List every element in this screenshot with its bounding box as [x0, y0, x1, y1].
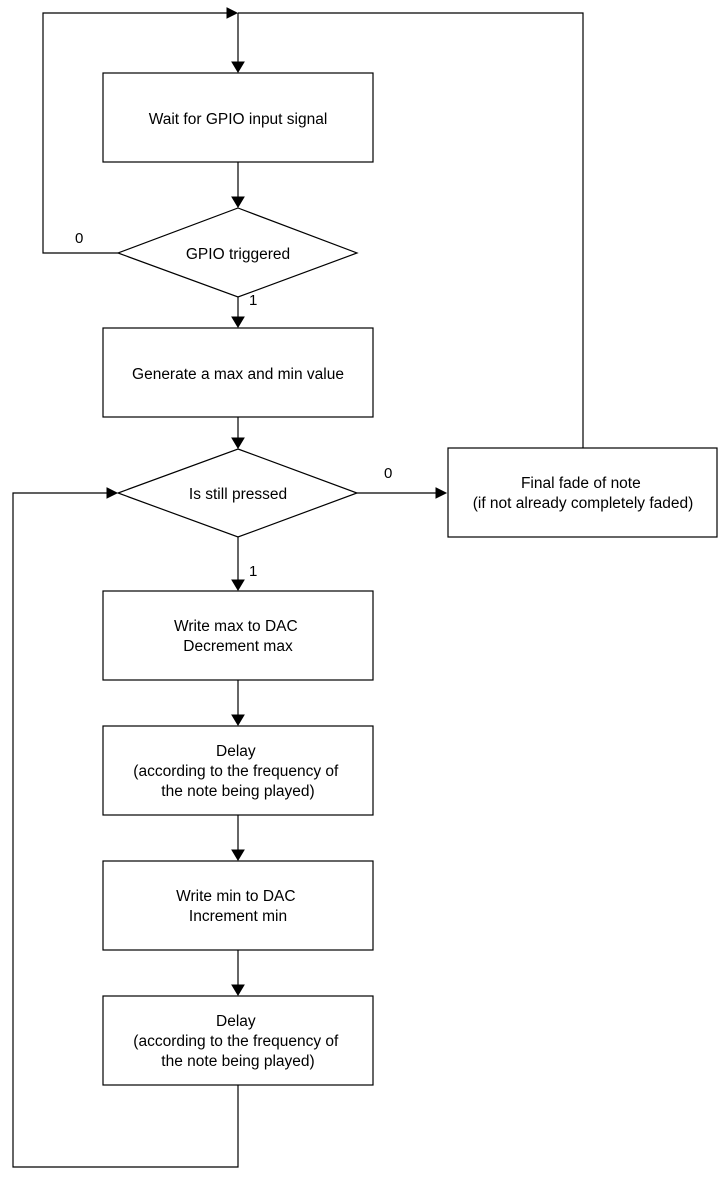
- edge-delay-loop-back: [12, 492, 239, 1168]
- node-label: Final fade of note (if not already compl…: [473, 475, 694, 512]
- node-label-line: Wait for GPIO input signal: [149, 111, 328, 128]
- node-label: GPIO triggered: [186, 246, 290, 263]
- arrowhead: [435, 487, 448, 499]
- edge-label-gpio-false: 0: [75, 230, 83, 247]
- node-label-line: Increment min: [189, 908, 287, 925]
- node-label-line: Write max to DAC: [174, 618, 298, 635]
- node-write-max: Write max to DAC Decrement max: [102, 590, 374, 681]
- node-label-line: (if not already completely faded): [473, 495, 694, 512]
- edge-label-pressed-false: 0: [384, 465, 392, 482]
- node-label: Generate a max and min value: [132, 366, 344, 383]
- node-label: Delay (according to the frequency of the…: [133, 743, 342, 800]
- node-delay-2: Delay (according to the frequency of the…: [102, 995, 374, 1086]
- node-generate-values: Generate a max and min value: [102, 327, 374, 418]
- arrowhead: [231, 437, 245, 449]
- node-wait-gpio: Wait for GPIO input signal: [102, 72, 374, 163]
- node-label-line: Delay: [216, 1013, 256, 1030]
- node-label-line: (according to the frequency of: [133, 763, 339, 780]
- node-label-line: Decrement max: [183, 638, 293, 655]
- edge-gpio-false-loop: [42, 12, 228, 254]
- arrowhead: [231, 714, 245, 726]
- edge-label-pressed-true: 1: [249, 563, 257, 580]
- arrowhead: [231, 61, 245, 73]
- node-label-line: GPIO triggered: [186, 246, 290, 263]
- arrowhead: [106, 487, 119, 499]
- arrowhead: [231, 316, 245, 328]
- node-final-fade: Final fade of note (if not already compl…: [447, 447, 718, 538]
- arrowhead: [231, 849, 245, 861]
- node-label-line: (according to the frequency of: [133, 1033, 339, 1050]
- node-label-line: Write min to DAC: [176, 888, 295, 905]
- edge-label-gpio-true: 1: [249, 292, 257, 309]
- node-label: Write max to DAC Decrement max: [174, 618, 302, 655]
- node-label: Delay (according to the frequency of the…: [133, 1013, 342, 1070]
- arrowhead: [231, 196, 245, 208]
- arrowhead: [231, 579, 245, 591]
- node-label-line: Delay: [216, 743, 256, 760]
- node-write-min: Write min to DAC Increment min: [102, 860, 374, 951]
- node-label: Wait for GPIO input signal: [149, 111, 328, 128]
- arrowhead: [231, 984, 245, 996]
- edge-final-fade-to-top: [238, 12, 584, 448]
- node-delay-1: Delay (according to the frequency of the…: [102, 725, 374, 816]
- decision-is-still-pressed: Is still pressed: [116, 448, 359, 538]
- node-label-line: the note being played): [161, 783, 314, 800]
- arrowhead: [226, 7, 239, 19]
- node-label-line: Is still pressed: [189, 486, 287, 503]
- node-label-line: Generate a max and min value: [132, 366, 344, 383]
- node-label: Write min to DAC Increment min: [176, 888, 300, 925]
- node-label-line: the note being played): [161, 1053, 314, 1070]
- decision-gpio-triggered: GPIO triggered: [116, 207, 359, 298]
- node-label: Is still pressed: [189, 486, 287, 503]
- node-label-line: Final fade of note: [521, 475, 641, 492]
